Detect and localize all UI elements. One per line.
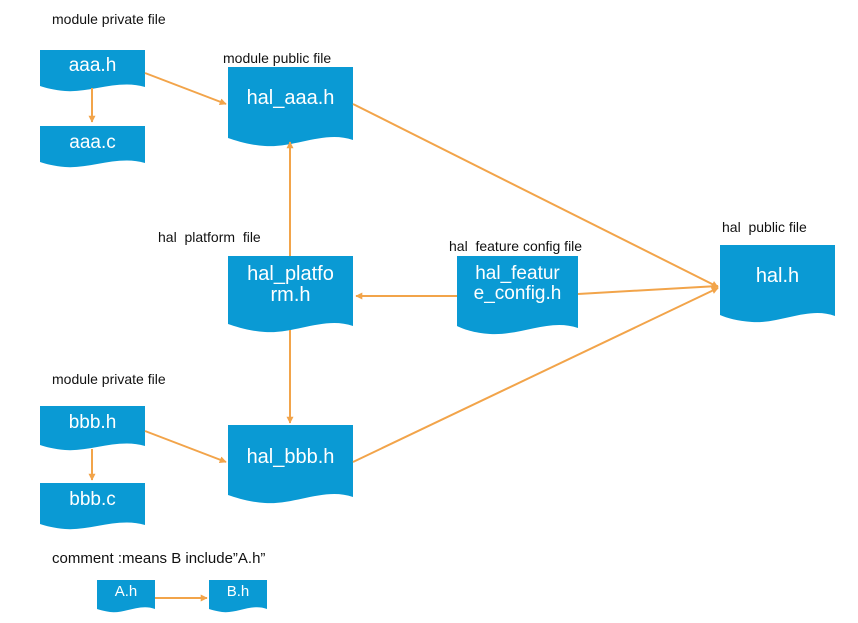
node-bbb-c-label: bbb.c [69,489,116,510]
node-hal-h-label: hal.h [755,265,800,287]
legend-node-b-label: B.h [226,583,250,600]
node-hal-aaa-h-label: hal_aaa.h [246,87,335,109]
node-bbb-h-label: bbb.h [68,412,117,433]
bbb-h-doc-shape [40,406,145,451]
hal-h-doc-shape [720,245,835,323]
caption-hal-platform: hal platform file [158,229,261,245]
legend-node-a-label: A.h [114,583,138,600]
node-aaa-c: aaa.c [40,133,145,163]
caption-hal-public: hal public file [722,219,807,235]
hal-aaa-h-doc-shape [228,67,353,147]
legend-node-a: A.h [97,584,155,604]
caption-module-private-bottom: module private file [52,371,166,387]
bbb-c-doc-shape [40,483,145,530]
caption-comment: comment :means B include”A.h” [52,550,266,567]
aaa-h-doc-shape [40,50,145,92]
arrow-hal-aaa-h-to-hal-h [352,103,719,288]
caption-module-private-top: module private file [52,11,166,27]
legend-b-doc-shape [209,580,267,613]
node-hal-platform-h-label: hal_platfo rm.h [247,263,334,306]
node-hal-bbb-h-label: hal_bbb.h [246,446,335,468]
node-hal-bbb-h: hal_bbb.h [228,447,353,477]
arrow-aaa-h-to-hal-aaa-h [144,72,227,106]
arrow-hal-feature-config-h-to-hal-h [577,282,719,295]
node-hal-platform-h: hal_platfo rm.h [228,264,353,314]
node-aaa-h-label: aaa.h [68,55,117,76]
node-hal-h: hal.h [720,266,835,296]
node-bbb-h: bbb.h [40,413,145,443]
legend-node-b: B.h [209,584,267,604]
caption-hal-feature-config: hal feature config file [449,238,583,254]
caption-module-public: module public file [223,50,332,66]
node-aaa-h: aaa.h [40,56,145,86]
node-bbb-c: bbb.c [40,490,145,520]
aaa-c-doc-shape [40,126,145,168]
node-hal-feature-config-h-label: hal_featur e_config.h [473,263,562,304]
arrow-hal-bbb-h-to-hal-h [352,287,719,463]
node-hal-feature-config-h: hal_featur e_config.h [457,264,578,314]
hal-feature-config-h-doc-shape [457,256,578,335]
node-aaa-c-label: aaa.c [69,132,116,153]
hal-platform-h-doc-shape [228,256,353,333]
arrow-bbb-h-to-hal-bbb-h [144,430,227,464]
hal-bbb-h-doc-shape [228,425,353,504]
node-hal-aaa-h: hal_aaa.h [228,88,353,118]
legend-a-doc-shape [97,580,155,613]
